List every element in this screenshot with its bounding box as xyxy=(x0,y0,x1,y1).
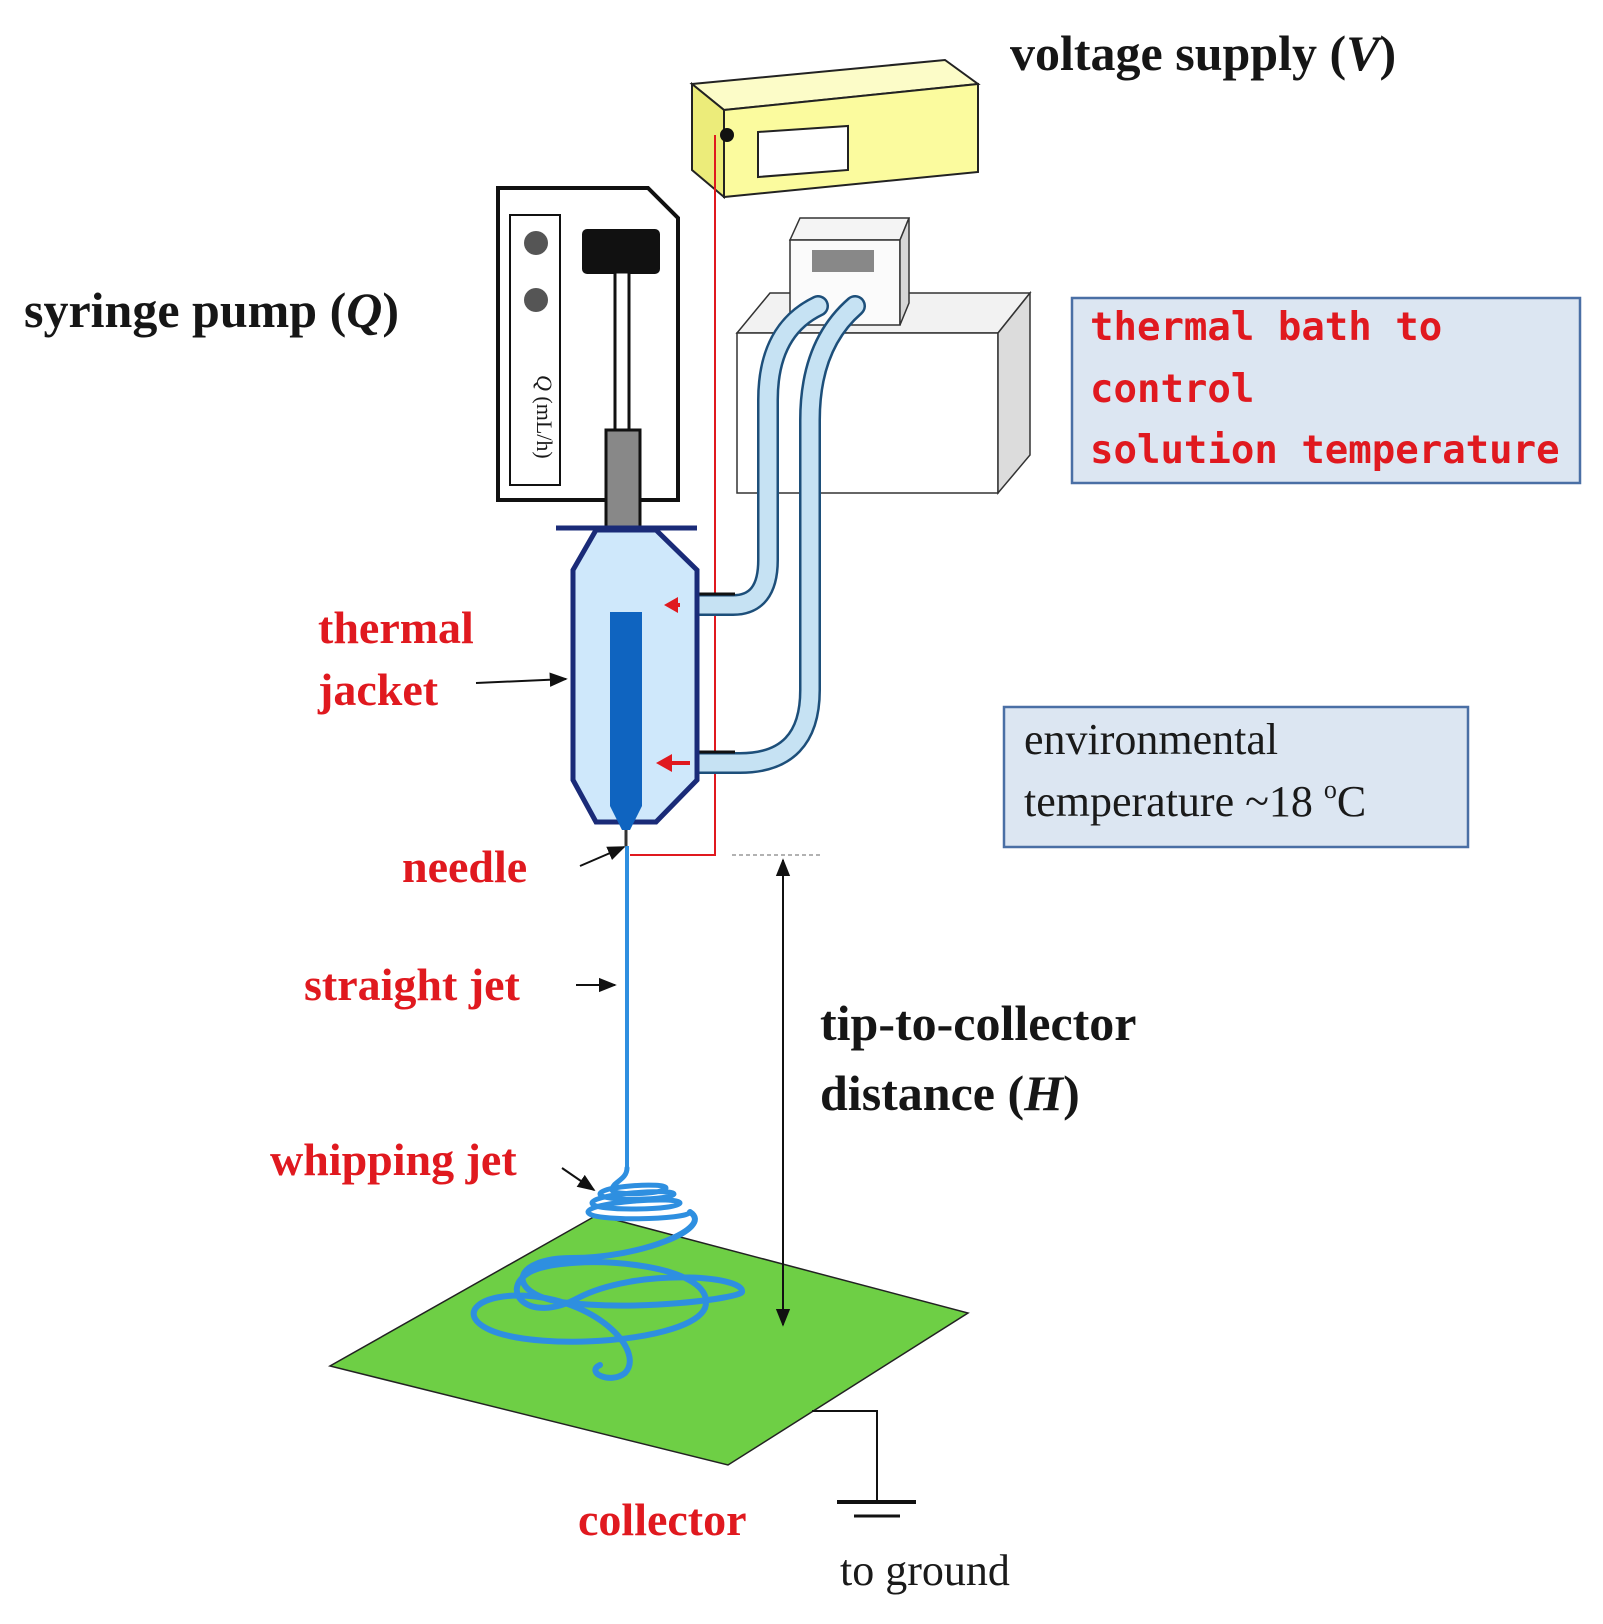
thermal-jacket xyxy=(556,525,700,846)
voltage-terminal xyxy=(720,128,734,142)
whipping-jet-label: whipping jet xyxy=(270,1134,517,1185)
thermal-jacket-pointer xyxy=(475,672,568,687)
distance-label-line1: tip-to-collector xyxy=(820,995,1137,1051)
voltage-supply-label: voltage supply (V) xyxy=(1010,25,1396,81)
thermal-bath-callout xyxy=(1070,296,1582,485)
environmental-label-line2: temperature ~18 oC xyxy=(1024,775,1366,826)
voltage-display xyxy=(757,124,849,179)
needle-pointer xyxy=(579,846,626,867)
straight-jet-label: straight jet xyxy=(304,959,521,1010)
bath-display xyxy=(812,250,874,272)
environmental-callout xyxy=(1002,705,1470,849)
environmental-label-line1: environmental xyxy=(1024,715,1278,764)
syringe-pump-label: syringe pump (Q) xyxy=(24,282,399,338)
pump-flow-readout: Q (mL/h) xyxy=(532,375,557,459)
high-voltage-wire xyxy=(630,135,716,856)
thermal-jacket-label-line2: jacket xyxy=(317,664,439,715)
collector-label: collector xyxy=(578,1494,747,1545)
voltage-supply-box xyxy=(689,58,981,200)
syringe-pump-device xyxy=(496,186,680,611)
deposited-fiber xyxy=(470,1209,745,1381)
thermal-bath-label-line3: solution temperature xyxy=(1090,428,1560,473)
ground-symbol xyxy=(812,1410,916,1518)
thermal-bath-label-line1: thermal bath to xyxy=(1090,305,1442,350)
thermal-bath-label-line2: control xyxy=(1090,367,1254,412)
needle-label: needle xyxy=(402,841,527,892)
to-ground-label: to ground xyxy=(840,1546,1010,1595)
whipping-jet-pointer xyxy=(561,1167,596,1192)
thermal-jacket-label-line1: thermal xyxy=(318,602,474,653)
collector-plate xyxy=(327,1214,970,1466)
whipping-jet xyxy=(585,1165,693,1222)
distance-label-line2: distance (H) xyxy=(820,1065,1080,1121)
